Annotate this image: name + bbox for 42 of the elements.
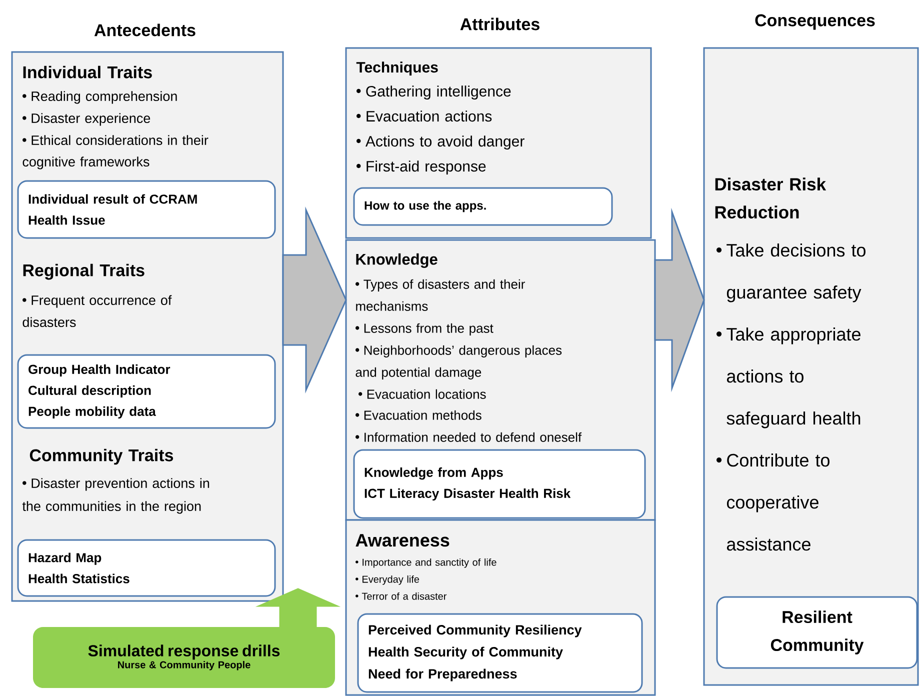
info-box: Hazard Map Health Statistics	[17, 539, 276, 597]
bullet-item: Actions to avoid danger	[356, 136, 524, 150]
info-box: Perceived Community Resiliency Health Security of Community Need for Preparedness	[357, 613, 643, 693]
bullet-item: Disaster experience	[22, 113, 150, 126]
block-arrow	[282, 206, 347, 394]
bullet-item: Disaster prevention actions in the communities in the region	[22, 478, 210, 514]
section-heading: Individual Traits	[23, 66, 152, 78]
bullet-item: Lessons from the past	[356, 323, 494, 336]
bullet-item: Gathering intelligence	[356, 86, 511, 100]
bullet-item: Importance and sanctity of life	[356, 558, 496, 568]
section-heading: Awareness	[356, 534, 450, 547]
bullet-item: Terror of a disaster	[356, 592, 447, 600]
info-box: Knowledge from Apps ICT Literacy Disaster Health Risk	[353, 449, 646, 519]
bullet-item: Reading comprehension	[22, 91, 177, 104]
info-box: How to use the apps.	[353, 187, 613, 226]
column-heading: Consequences	[755, 14, 875, 30]
section-heading: Techniques	[356, 62, 438, 76]
bullet-item: Frequent occurrence of disasters	[22, 295, 172, 328]
block-arrow	[255, 588, 341, 628]
info-box: Group Health Indicator Cultural description People mobility data	[17, 354, 276, 429]
bullet-item: Evacuation methods	[356, 410, 482, 420]
column-heading: Attributes	[460, 18, 540, 30]
bullet-item: Take decisions to guarantee safety	[716, 243, 866, 302]
section-heading: Knowledge	[356, 253, 438, 268]
bullet-item: Information needed to defend oneself	[356, 432, 582, 442]
bullet-item: Types of disasters and their mechanisms	[356, 279, 525, 311]
info-box: Individual result of CCRAM Health Issue	[17, 180, 276, 239]
section-heading: Regional Traits	[23, 264, 144, 280]
section-heading: Disaster Risk Reduction	[715, 178, 826, 218]
column-heading: Antecedents	[94, 24, 196, 36]
drill-box: Simulated response drills Nurse & Community People	[33, 627, 335, 688]
block-arrow	[654, 208, 705, 392]
bullet-item: Contribute to cooperative assistance	[716, 453, 830, 551]
bullet-item: Ethical considerations in their cognitive frameworks	[22, 135, 208, 170]
bullet-item: Everyday life	[356, 575, 420, 585]
bullet-item: Evacuation actions	[356, 110, 492, 122]
bullet-item: First-aid response	[356, 160, 486, 175]
section-heading: Community Traits	[30, 448, 174, 465]
info-box: Resilient Community	[716, 596, 918, 669]
bullet-item: Neighborhoods’ dangerous places and potential damage	[356, 345, 562, 380]
bullet-item: Take appropriate actions to safeguard health	[716, 327, 860, 428]
bullet-item: Evacuation locations	[358, 389, 486, 399]
